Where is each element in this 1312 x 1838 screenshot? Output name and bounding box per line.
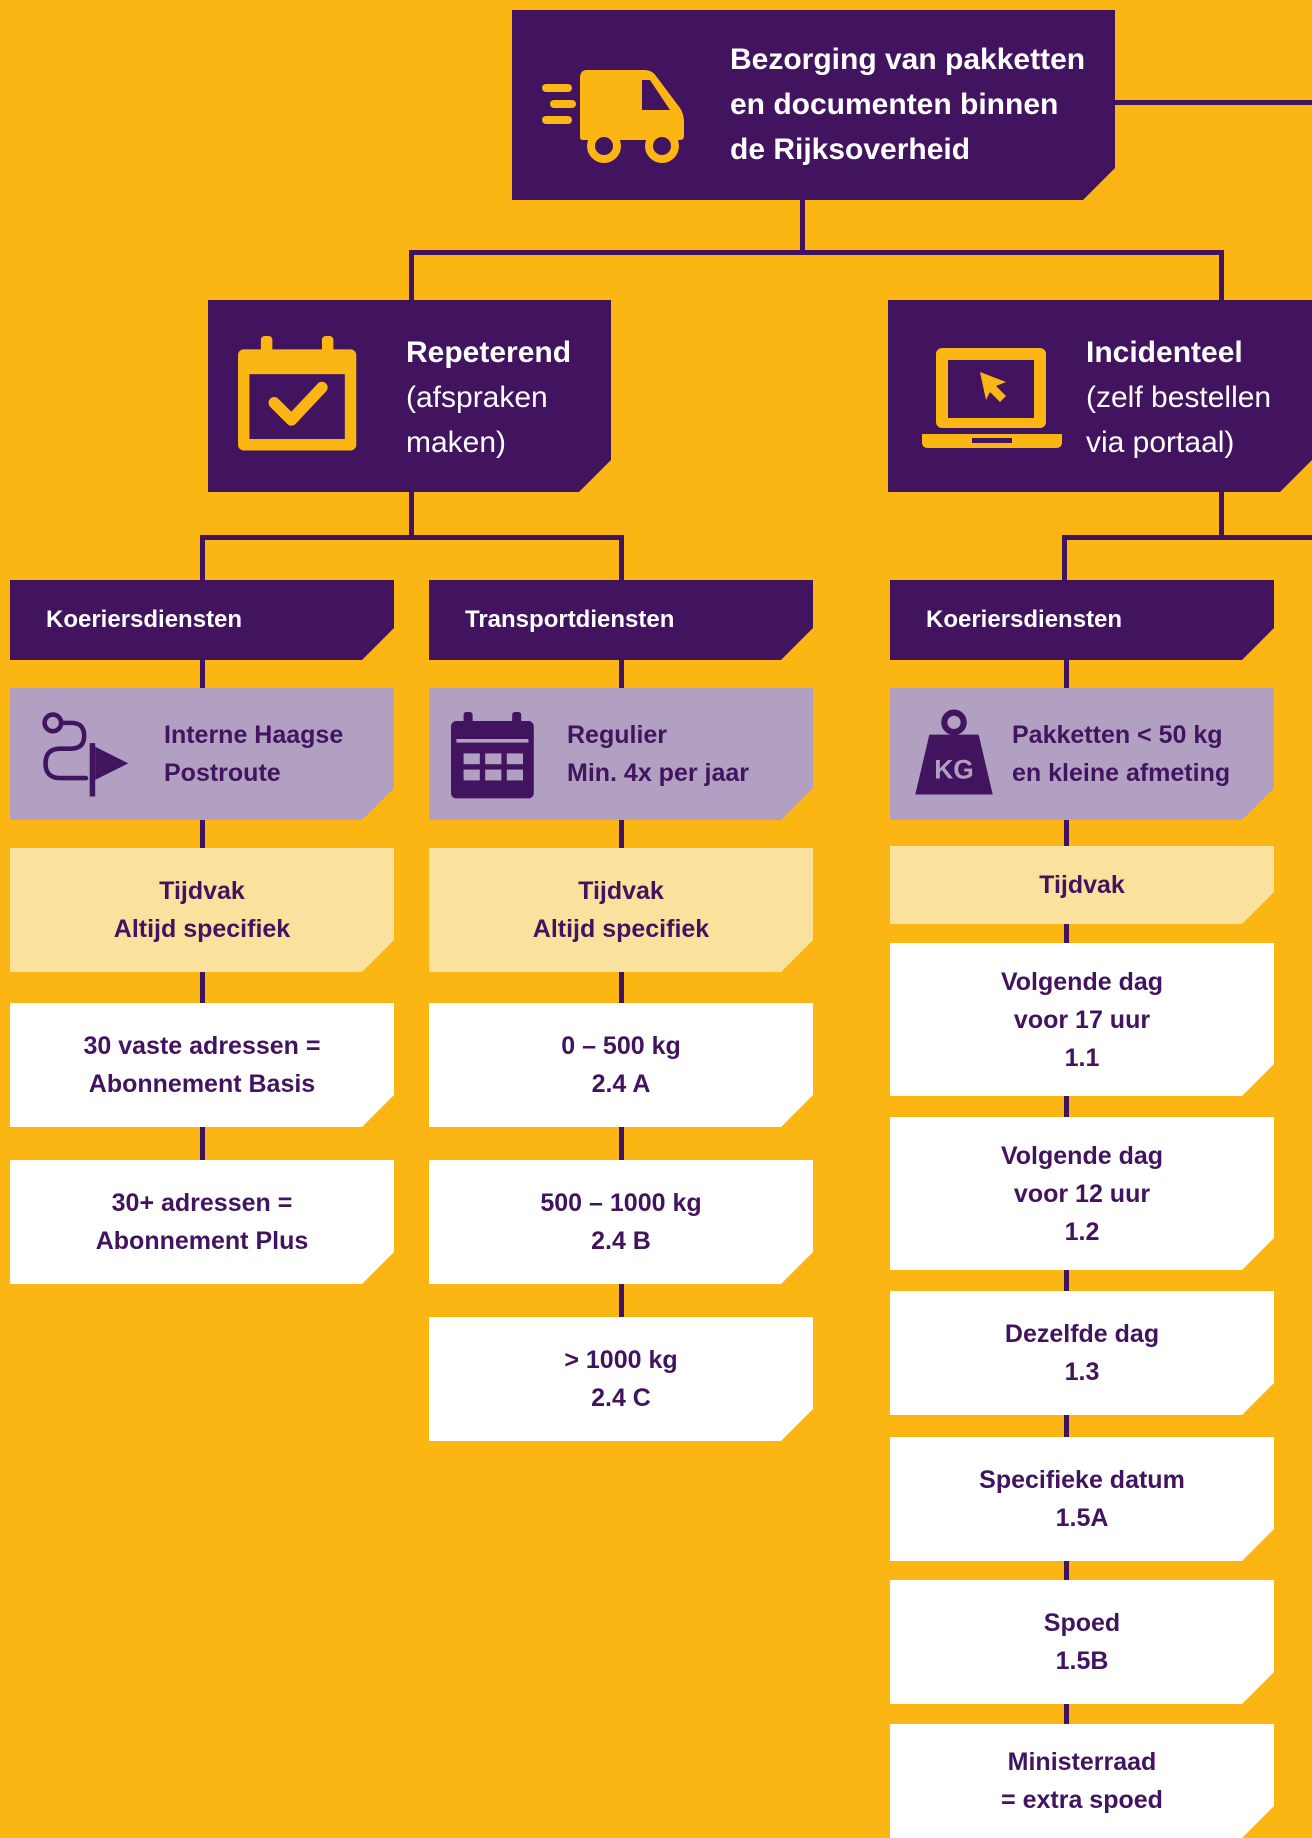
col3-option-line: 1.2: [1064, 1217, 1100, 1246]
col2-service: Regulier Min. 4x per jaar: [429, 688, 813, 820]
col2-option-line-1: > 1000 kg: [564, 1346, 678, 1374]
connector-line: [1219, 250, 1224, 302]
col2-option-b: 500 – 1000 kg 2.4 B: [429, 1160, 813, 1284]
col1-header-label: Koeriersdiensten: [46, 606, 243, 633]
laptop-cursor-icon: [922, 348, 1062, 458]
incidenteel-sub-2: via portaal): [1086, 426, 1235, 459]
route-flag-icon: [38, 710, 134, 802]
col3-option-line: Specifieke datum: [979, 1466, 1185, 1494]
connector-line: [200, 535, 205, 583]
col1-option-line-2: Abonnement Basis: [88, 1070, 316, 1098]
connector-line: [1062, 535, 1312, 540]
col2-option-line-2: 2.4 A: [591, 1070, 651, 1098]
col3-option-line: = extra spoed: [1001, 1786, 1163, 1814]
col3-option-line: Volgende dag: [1000, 1141, 1164, 1170]
calendar-grid-icon: [451, 712, 541, 802]
connector-line: [619, 535, 624, 583]
connector-line: [200, 535, 624, 540]
col3-tijdvak-line-1: Tijdvak: [1039, 871, 1125, 899]
col3-option-line: 1.1: [1064, 1043, 1100, 1072]
col3-option-line: Spoed: [1043, 1609, 1121, 1637]
connector-line: [200, 970, 205, 1004]
top-title-line-3: de Rijksoverheid: [730, 133, 971, 166]
col2-option-line-2: 2.4 C: [591, 1384, 651, 1412]
col3-option-1-1: Volgende dag voor 17 uur 1.1: [890, 943, 1274, 1096]
col1-service: Interne Haagse Postroute: [10, 688, 394, 820]
col3-header: Koeriersdiensten: [890, 580, 1274, 660]
col3-option-line: Volgende dag: [1000, 967, 1164, 996]
col3-option-line: voor 12 uur: [1013, 1179, 1151, 1208]
top-node: Bezorging van pakketten en documenten bi…: [512, 10, 1115, 200]
col2-tijdvak-line-2: Altijd specifiek: [532, 915, 710, 943]
col1-option-line-1: 30+ adressen =: [111, 1189, 293, 1217]
incidenteel-title: Incidenteel: [1086, 336, 1243, 369]
connector-line: [619, 1282, 624, 1317]
col3-option-line: 1.5A: [1055, 1504, 1109, 1532]
col2-tijdvak: Tijdvak Altijd specifiek: [429, 848, 813, 972]
col1-header: Koeriersdiensten: [10, 580, 394, 660]
calendar-check-icon: [238, 336, 362, 460]
connector-line: [619, 970, 624, 1004]
col3-tijdvak: Tijdvak: [890, 846, 1274, 924]
col1-tijdvak: Tijdvak Altijd specifiek: [10, 848, 394, 972]
col2-service-line-1: Regulier: [567, 721, 668, 749]
col3-service-line-2: en kleine afmeting: [1012, 759, 1231, 787]
col3-option-line: voor 17 uur: [1013, 1005, 1151, 1034]
col2-option-a: 0 – 500 kg 2.4 A: [429, 1003, 813, 1127]
connector-line: [409, 250, 414, 302]
col3-service: KG Pakketten < 50 kg en kleine afmeting: [890, 688, 1274, 820]
col3-option-line: Ministerraad: [1007, 1748, 1157, 1776]
col1-option-line-2: Abonnement Plus: [95, 1227, 309, 1255]
col1-service-line-1: Interne Haagse: [164, 721, 344, 749]
col1-option-line-1: 30 vaste adressen =: [83, 1032, 321, 1060]
col3-option-1-5b: Spoed 1.5B: [890, 1580, 1274, 1704]
col1-tijdvak-line-2: Altijd specifiek: [113, 915, 291, 943]
weight-kg-icon: KG: [910, 706, 998, 802]
repeterend-node: Repeterend (afspraken maken): [208, 300, 611, 492]
col3-option-1-3: Dezelfde dag 1.3: [890, 1291, 1274, 1415]
col3-option-1-2: Volgende dag voor 12 uur 1.2: [890, 1117, 1274, 1270]
col2-option-line-1: 500 – 1000 kg: [540, 1189, 702, 1217]
connector-line: [800, 198, 805, 252]
col2-option-line-2: 2.4 B: [591, 1227, 651, 1255]
connector-line: [200, 660, 205, 690]
connector-line: [1219, 490, 1224, 538]
col1-tijdvak-line-1: Tijdvak: [159, 877, 245, 905]
weight-kg-icon-text: KG: [934, 755, 974, 785]
col2-option-c: > 1000 kg 2.4 C: [429, 1317, 813, 1441]
col3-option-line: Dezelfde dag: [1004, 1320, 1160, 1348]
col3-service-line-1: Pakketten < 50 kg: [1012, 721, 1223, 749]
connector-line: [1062, 535, 1067, 583]
connector-line: [619, 660, 624, 690]
connector-line: [409, 490, 414, 538]
connector-line: [409, 250, 1224, 255]
col3-option-ministerraad: Ministerraad = extra spoed: [890, 1724, 1274, 1838]
repeterend-sub-1: (afspraken: [406, 381, 548, 414]
incidenteel-sub-1: (zelf bestellen: [1086, 381, 1272, 414]
col2-option-line-1: 0 – 500 kg: [561, 1032, 681, 1060]
connector-line: [200, 1125, 205, 1160]
col1-service-line-2: Postroute: [164, 759, 281, 787]
connector-line: [200, 820, 205, 848]
repeterend-title: Repeterend: [406, 336, 572, 369]
col3-header-label: Koeriersdiensten: [926, 606, 1123, 633]
incidenteel-node: Incidenteel (zelf bestellen via portaal): [888, 300, 1312, 492]
top-title-line-2: en documenten binnen: [730, 88, 1059, 121]
col2-service-line-2: Min. 4x per jaar: [567, 759, 750, 787]
delivery-van-icon: [542, 58, 692, 168]
col3-option-line: 1.5B: [1055, 1647, 1109, 1675]
col3-option-1-5a: Specifieke datum 1.5A: [890, 1437, 1274, 1561]
col1-option-plus: 30+ adressen = Abonnement Plus: [10, 1160, 394, 1284]
connector-line: [619, 1125, 624, 1160]
col3-option-line: 1.3: [1064, 1358, 1100, 1386]
col2-header: Transportdiensten: [429, 580, 813, 660]
connector-line: [619, 820, 624, 848]
connector-line: [950, 100, 1312, 105]
col2-header-label: Transportdiensten: [465, 606, 675, 633]
col2-tijdvak-line-1: Tijdvak: [578, 877, 664, 905]
top-title-line-1: Bezorging van pakketten: [730, 43, 1086, 76]
col1-option-basis: 30 vaste adressen = Abonnement Basis: [10, 1003, 394, 1127]
repeterend-sub-2: maken): [406, 426, 507, 459]
